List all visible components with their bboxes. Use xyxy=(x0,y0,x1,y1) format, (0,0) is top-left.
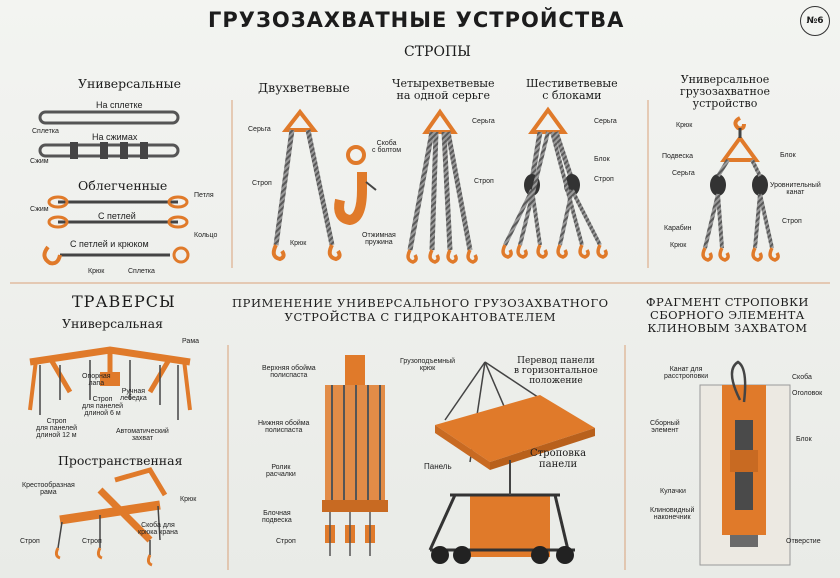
label-kryuk-2leg: Крюк xyxy=(290,240,307,247)
universal-slings-illustration xyxy=(38,110,190,266)
label-kryuk-traverse: Крюк xyxy=(180,496,197,503)
label-strop-traverse-b: Строп xyxy=(82,538,102,545)
label-serga-6leg: Серьга xyxy=(594,118,617,125)
label-rama: Рама xyxy=(182,338,200,345)
label-na-spletke: На сплетке xyxy=(96,100,143,110)
label-petlya: Петля xyxy=(194,192,214,199)
spatial-traverse-title: Пространственная xyxy=(58,453,183,468)
label-podveska: Подвеска xyxy=(662,153,693,160)
hydrotilter-illustration xyxy=(322,355,388,556)
label-otverstie: Отверстие xyxy=(786,538,821,545)
universal-traverse-illustration xyxy=(28,346,192,420)
two-leg-sling-illustration xyxy=(271,108,377,262)
label-spletka: Сплетка xyxy=(32,128,59,135)
page-title: ГРУЗОЗАХВАТНЫЕ УСТРОЙСТВА xyxy=(208,8,625,32)
six-leg-sling-illustration xyxy=(501,106,608,259)
label-skoba-fragment: Скоба xyxy=(792,374,812,381)
label-blok-fragment: Блок xyxy=(796,436,812,443)
label-strop-application: Строп xyxy=(276,538,296,545)
panel-turning-illustration xyxy=(435,361,595,470)
label-karabin: Карабин xyxy=(664,225,692,232)
universal-device-illustration xyxy=(701,116,780,262)
panel-slinging-illustration xyxy=(428,460,575,564)
label-szhim-2: Сжим xyxy=(30,206,49,213)
label-serga-device: Серьга xyxy=(672,170,695,177)
application-heading: ПРИМЕНЕНИЕ УНИВЕРСАЛЬНОГО ГРУЗОЗАХВАТНОГ… xyxy=(232,296,609,324)
label-strop-4leg: Строп xyxy=(474,178,494,185)
label-panel: Панель xyxy=(424,462,452,471)
universal-slings-title: Универсальные xyxy=(78,76,182,91)
section-dividers xyxy=(10,100,830,570)
label-na-szhimah: На сжимах xyxy=(92,132,138,142)
label-kryuk-device-2: Крюк xyxy=(670,242,687,249)
label-blok-device: Блок xyxy=(780,152,796,159)
stropy-heading: СТРОПЫ xyxy=(404,44,471,60)
wedge-grip-illustration xyxy=(699,360,791,566)
label-serga-2leg: Серьга xyxy=(248,126,271,133)
label-strop-6leg: Строп xyxy=(594,176,614,183)
label-spletka-2: Сплетка xyxy=(128,268,155,275)
label-s-petley-kryukom: С петлей и крюком xyxy=(70,239,149,249)
label-strop-traverse-a: Строп xyxy=(20,538,40,545)
label-kulachki: Кулачки xyxy=(660,488,686,495)
universal-traverse-title: Универсальная xyxy=(62,316,164,331)
label-szhim: Сжим xyxy=(30,158,49,165)
label-strop-device: Строп xyxy=(782,218,802,225)
four-leg-sling-illustration xyxy=(406,108,478,264)
sheet-number-badge: №6 xyxy=(800,6,830,36)
spatial-traverse-illustration xyxy=(54,467,168,567)
label-kryuk: Крюк xyxy=(88,268,105,275)
lightweight-slings-title: Облегченные xyxy=(78,178,168,193)
label-blok-6leg: Блок xyxy=(594,156,610,163)
label-ogolovok: Оголовок xyxy=(792,390,823,397)
label-strop-2leg: Строп xyxy=(252,180,272,187)
label-s-petley: С петлей xyxy=(98,211,136,221)
traverses-heading: ТРАВЕРСЫ xyxy=(72,292,176,311)
two-leg-slings-title: Двухветвевые xyxy=(258,80,350,95)
label-kolco: Кольцо xyxy=(194,232,218,239)
label-serga-4leg: Серьга xyxy=(472,118,495,125)
label-kryuk-device: Крюк xyxy=(676,122,693,129)
